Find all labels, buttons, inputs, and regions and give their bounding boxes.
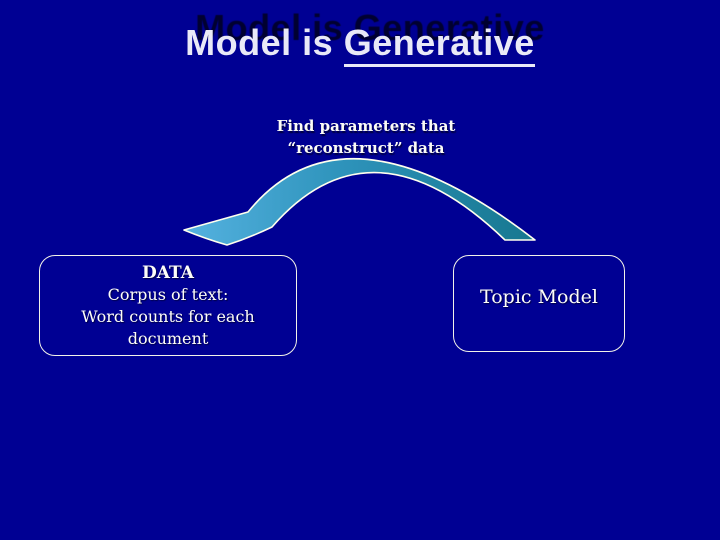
data-box-title: DATA	[142, 262, 194, 283]
data-box-line2: Word counts for each document	[81, 306, 255, 348]
topic-model-box: Topic Model	[453, 255, 625, 352]
curved-arrow-path	[183, 158, 536, 246]
slide-title-underlined: Generative	[343, 22, 535, 67]
slide-title-plain: Model is	[185, 22, 344, 63]
arrow-caption: Find parameters that “reconstruct” data	[6, 115, 720, 159]
slide-title: Model is Generative	[0, 22, 720, 67]
arrow-caption-line2: “reconstruct” data	[287, 139, 445, 157]
data-box-line1: Corpus of text:	[107, 284, 229, 304]
data-box: DATA Corpus of text: Word counts for eac…	[39, 255, 297, 356]
arrow-caption-line1: Find parameters that	[276, 117, 456, 135]
topic-model-label: Topic Model	[480, 286, 598, 308]
